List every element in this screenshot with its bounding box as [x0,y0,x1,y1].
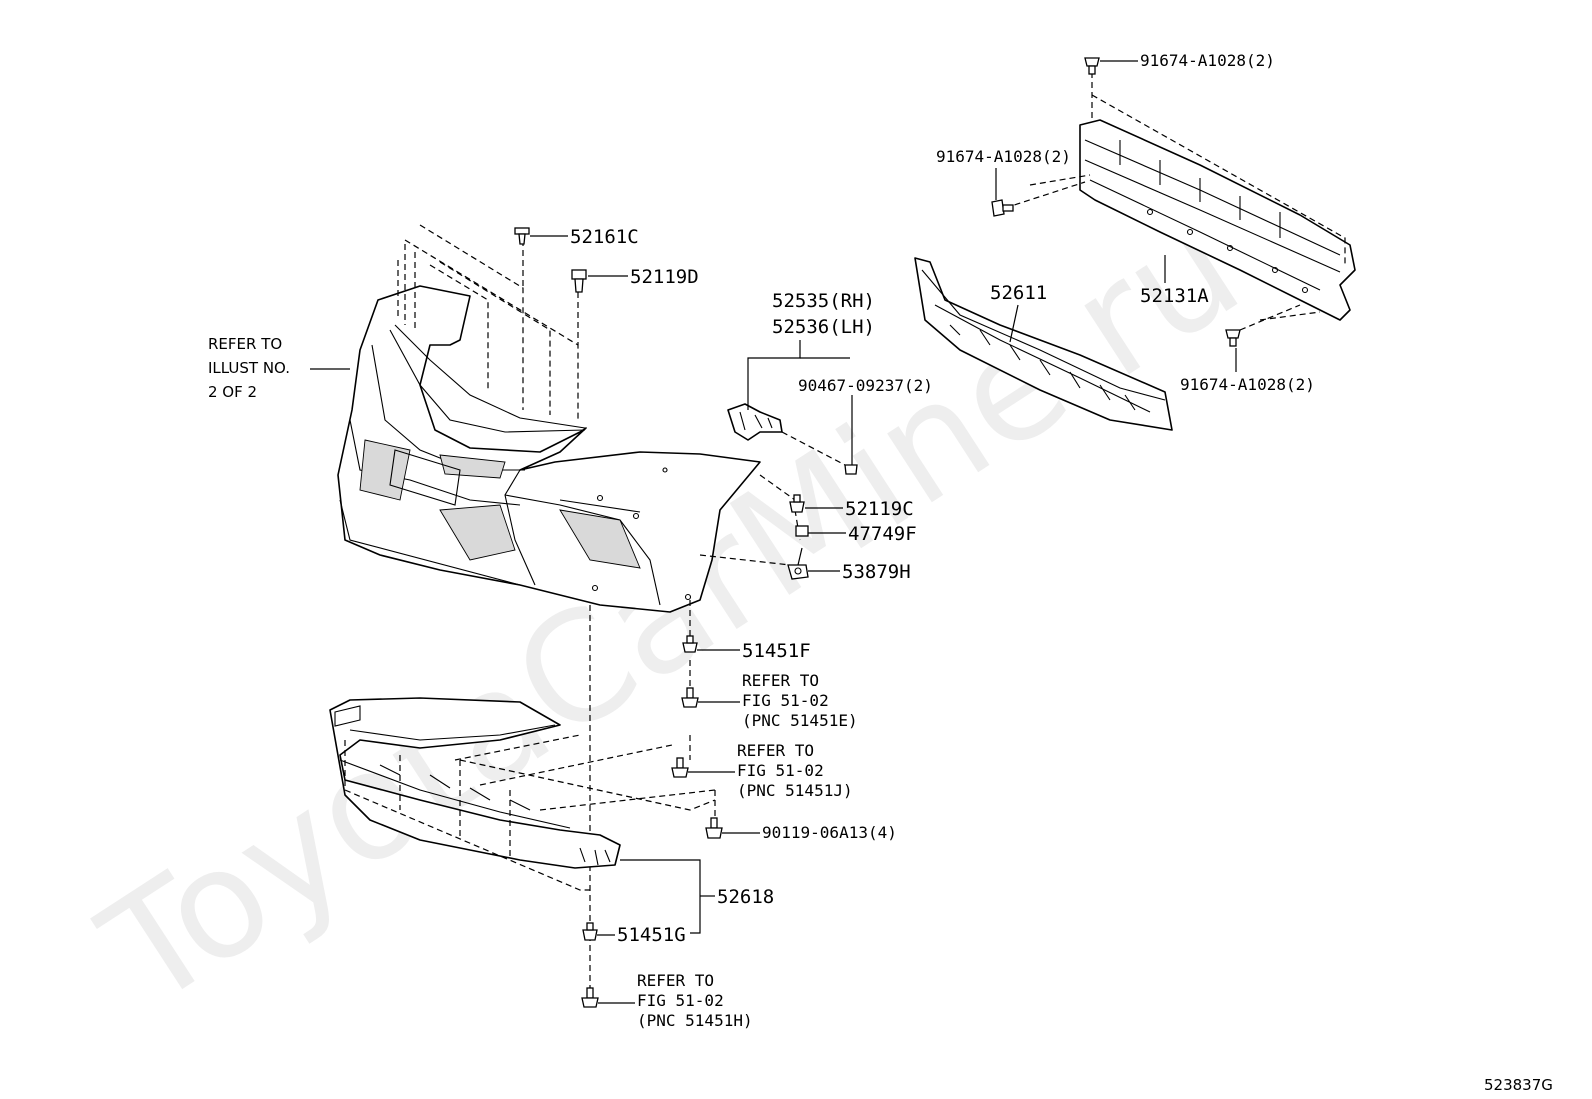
note-line: FIG 51-02 [637,991,724,1010]
label-91674-top[interactable]: 91674-A1028(2) [1140,51,1275,70]
bumper-reinforcement-52131A[interactable] [1079,119,1356,321]
note-line: ILLUST NO. [208,359,290,377]
label-52618[interactable]: 52618 [717,886,774,908]
note-line: FIG 51-02 [742,691,829,710]
bolt-icon[interactable] [1225,329,1241,347]
under-cover-guide-lines [344,660,716,990]
fasteners [514,57,1241,1008]
bolt-icon[interactable] [581,987,599,1008]
nut-icon[interactable] [787,564,809,580]
note-line: FIG 51-02 [737,761,824,780]
reinforcement-guide-lines [1004,72,1346,331]
refer-illust-note: REFER TO ILLUST NO. 2 OF 2 [208,335,290,401]
label-47749F[interactable]: 47749F [848,523,917,545]
bolt-icon[interactable] [705,817,723,839]
engine-under-cover-52618[interactable] [329,697,621,869]
label-52131A[interactable]: 52131A [1140,285,1209,307]
clip-icon[interactable] [571,269,587,293]
note-line: 2 OF 2 [208,383,257,401]
label-51451F[interactable]: 51451F [742,640,811,662]
clip-icon[interactable] [582,922,598,941]
leader-lines [310,60,1237,1004]
label-52535[interactable]: 52535(RH) [772,290,875,312]
clip-icon[interactable] [682,635,698,653]
label-52161C[interactable]: 52161C [570,226,639,248]
bolt-icon[interactable] [1084,57,1100,75]
figure-number: 523837G [1484,1076,1553,1094]
clip-icon[interactable] [514,227,530,245]
refer-fig-51451E[interactable]: REFER TO FIG 51-02 (PNC 51451E) [742,671,858,730]
bumper-cover[interactable] [337,285,761,613]
clip-icon[interactable] [789,494,805,513]
label-90119[interactable]: 90119-06A13(4) [762,823,897,842]
refer-fig-51451J[interactable]: REFER TO FIG 51-02 (PNC 51451J) [737,741,853,800]
label-51451G[interactable]: 51451G [617,924,686,946]
label-52536[interactable]: 52536(LH) [772,316,875,338]
bolt-icon[interactable] [681,687,699,708]
note-line: (PNC 51451J) [737,781,853,800]
part-labels: 52161C 52119D 52535(RH) 52536(LH) 90467-… [570,51,1315,946]
note-line: REFER TO [637,971,714,990]
nut-icon[interactable] [795,525,809,537]
bumper-guide-lines [397,224,801,935]
label-53879H[interactable]: 53879H [842,561,911,583]
label-52119C[interactable]: 52119C [845,498,914,520]
label-91674-right[interactable]: 91674-A1028(2) [1180,375,1315,394]
note-line: REFER TO [208,335,282,353]
note-line: (PNC 51451E) [742,711,858,730]
label-52119D[interactable]: 52119D [630,266,699,288]
clip-icon[interactable] [844,464,858,475]
bolt-icon[interactable] [991,199,1014,217]
refer-fig-51451H[interactable]: REFER TO FIG 51-02 (PNC 51451H) [637,971,753,1030]
label-52611[interactable]: 52611 [990,282,1047,304]
retainer-guide-lines [781,431,846,466]
label-91674-left[interactable]: 91674-A1028(2) [936,147,1071,166]
bolt-icon[interactable] [671,757,689,778]
label-90467[interactable]: 90467-09237(2) [798,376,933,395]
note-line: REFER TO [742,671,819,690]
note-line: REFER TO [737,741,814,760]
energy-absorber-52611[interactable] [914,257,1173,431]
side-retainer-bracket[interactable] [727,403,783,441]
note-line: (PNC 51451H) [637,1011,753,1030]
